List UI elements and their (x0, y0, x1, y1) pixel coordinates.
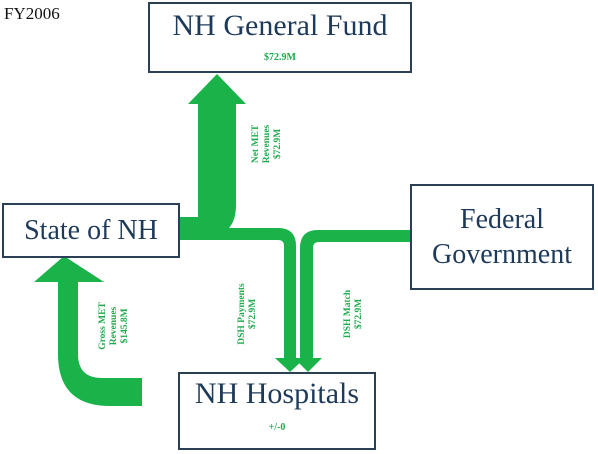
dsh-payments-label-line2: $72.9M (247, 298, 258, 330)
gross-met-label-line1: Gross MET (98, 302, 108, 350)
net-met-label-line1: Net MET (251, 124, 261, 164)
dsh-match-label-line2: $72.9M (353, 298, 364, 330)
state-of-nh-title: State of NH (24, 214, 158, 246)
nh-general-fund-value: $72.9M (264, 51, 296, 63)
net-met-arrow (180, 74, 246, 237)
state-of-nh-box: State of NH (2, 203, 180, 258)
nh-hospitals-box: NH Hospitals +/-0 (178, 372, 376, 450)
nh-hospitals-title: NH Hospitals (194, 377, 360, 410)
nh-general-fund-box: NH General Fund $72.9M (148, 2, 412, 73)
net-met-label: Net MET Revenues $72.9M (251, 104, 291, 184)
federal-title-line2: Government (432, 239, 572, 270)
federal-title-line1: Federal (460, 203, 544, 235)
dsh-payments-arrow (180, 228, 305, 372)
dsh-match-arrow (294, 230, 410, 372)
dsh-match-label: DSH Match $72.9M (343, 274, 371, 354)
nh-hospitals-value: +/-0 (268, 421, 286, 433)
dsh-match-label-line1: DSH Match (343, 289, 353, 339)
gross-met-label-line3: $145.8M (119, 308, 130, 344)
net-met-label-line3: $72.9M (272, 128, 283, 160)
gross-met-label: Gross MET Revenues $145.8M (98, 286, 138, 366)
fiscal-year-label: FY2006 (4, 4, 60, 23)
dsh-payments-label: DSH Payments $72.9M (237, 266, 265, 362)
federal-government-box: Federal Government (410, 184, 594, 290)
gross-met-label-line2: Revenues (108, 306, 119, 346)
dsh-payments-label-line1: DSH Payments (237, 283, 247, 345)
gross-met-arrow (34, 256, 142, 406)
nh-general-fund-title: NH General Fund (172, 9, 388, 42)
net-met-label-line2: Revenues (261, 124, 272, 164)
